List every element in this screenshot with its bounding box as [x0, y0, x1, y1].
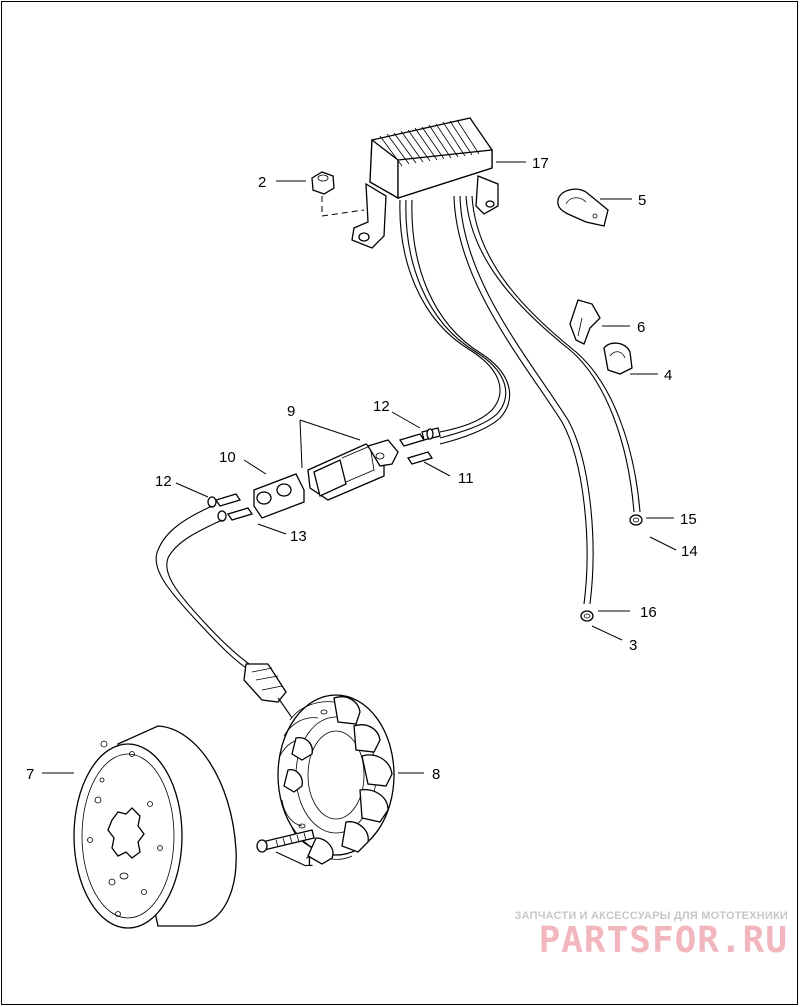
- callout-13: 13: [290, 528, 307, 545]
- cable-tie-mount: [569, 299, 601, 345]
- stator-cable: [155, 505, 293, 719]
- stator-screw: [256, 829, 315, 853]
- terminals-lower: [207, 493, 254, 522]
- callout-2: 2: [258, 174, 266, 191]
- callout-4: 4: [664, 367, 672, 384]
- callout-15: 15: [680, 511, 697, 528]
- lock-nut: [311, 171, 335, 195]
- plug-housing: [253, 473, 305, 519]
- wire-clip: [557, 188, 609, 227]
- ring-terminal-upper: [629, 514, 643, 526]
- wire-clamp: [603, 342, 633, 375]
- callout-7: 7: [26, 766, 34, 783]
- rotor: [73, 725, 237, 929]
- stator: [277, 694, 395, 865]
- callout-12-lower: 12: [155, 473, 172, 490]
- terminals-upper: [398, 427, 441, 465]
- callout-labels: 1 2 3 4 5 6 7 8 9 10 11 12 12 13 14 15 1…: [26, 155, 698, 870]
- callout-12-upper: 12: [373, 398, 390, 415]
- watermark-tagline: ЗАПЧАСТИ И АКСЕССУАРЫ ДЛЯ МОТОТЕХНИКИ: [514, 910, 788, 922]
- ring-terminal-lower: [580, 610, 594, 622]
- regulator-ac-wires: [399, 199, 511, 445]
- callout-10: 10: [219, 449, 236, 466]
- callout-11: 11: [458, 470, 474, 487]
- voltage-regulator: [351, 117, 499, 249]
- watermark: ЗАПЧАСТИ И АКСЕССУАРЫ ДЛЯ МОТОТЕХНИКИ PA…: [488, 910, 788, 961]
- callout-3: 3: [629, 637, 637, 654]
- callout-8: 8: [432, 766, 440, 783]
- callout-5: 5: [638, 192, 646, 209]
- leader-lines: [42, 161, 677, 867]
- callout-9: 9: [287, 403, 295, 420]
- callout-6: 6: [637, 319, 645, 336]
- callout-16: 16: [640, 604, 657, 621]
- watermark-brand: PARTSFOR.RU: [538, 920, 788, 961]
- callout-17: 17: [532, 155, 549, 172]
- connector-housing: [307, 439, 399, 501]
- regulator-dc-wires: [453, 195, 641, 605]
- callout-1: 1: [305, 853, 313, 870]
- callout-14: 14: [681, 543, 698, 560]
